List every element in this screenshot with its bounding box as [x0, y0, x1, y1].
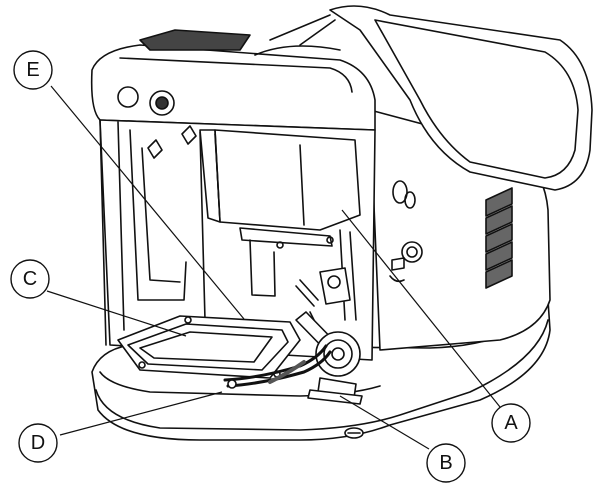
control-knob-icon: [117, 86, 139, 108]
leader-line-b: [339, 395, 430, 450]
callout-e-label: E: [26, 59, 39, 81]
hose-cables: [223, 344, 332, 389]
battery-tray: [117, 315, 301, 379]
callout-d: D: [18, 423, 58, 463]
leader-lines: [46, 85, 501, 450]
callout-e: E: [13, 50, 53, 90]
callout-b: B: [426, 443, 466, 483]
callout-c: C: [10, 259, 50, 299]
callout-c-label: C: [23, 268, 37, 290]
engine-housing: [199, 129, 361, 321]
top-frame: [90, 14, 376, 131]
callout-b-label: B: [439, 452, 452, 474]
leader-line-d: [59, 391, 223, 436]
callout-a-label: A: [504, 412, 518, 434]
leader-line-c: [46, 290, 187, 337]
louver-vents: [485, 187, 513, 289]
base-plate: [91, 299, 551, 441]
callout-d-label: D: [31, 432, 45, 454]
leader-line-a: [341, 209, 501, 408]
open-lid: [329, 5, 593, 191]
leader-line-e: [50, 85, 245, 320]
callout-a: A: [491, 403, 531, 443]
